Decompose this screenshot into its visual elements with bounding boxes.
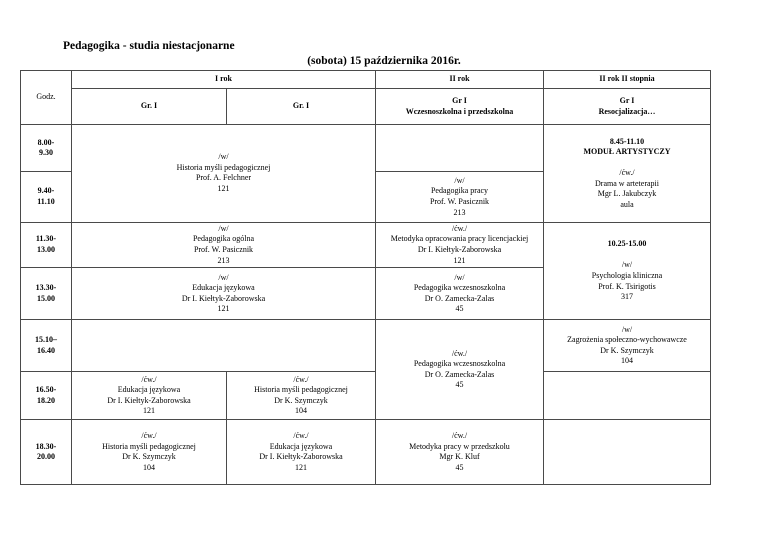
header-group-2-deg-2: Gr I Resocjalizacja… <box>543 88 711 125</box>
cell-psychologia-time: 10.25-15.00 <box>607 239 647 249</box>
cell-pedagogika-wczesnoszkolna-cwiczenia: /ćw./ Pedagogika wczesnoszkolna Dr O. Za… <box>375 319 544 421</box>
cell-edukacja-jezykowa-wyklad: /w/ Edukacja językowa Dr I. Kiełtyk-Zabo… <box>71 267 376 321</box>
row-1510-1640: 15.10– 16.40 /ćw./ Pedagogika wczesnoszk… <box>20 319 711 421</box>
cell-edukacja-jezykowa-cw-gr1a: /ćw./ Edukacja językowa Dr I. Kiełtyk-Za… <box>71 371 227 421</box>
cell-metodyka-przedszkole: /ćw./ Metodyka pracy w przedszkolu Mgr K… <box>375 419 544 486</box>
time-slot-1510-1640: 15.10– 16.40 <box>20 319 72 373</box>
header-group-1b: Gr. I <box>226 88 376 125</box>
cell-historia-mysli-cw-gr1a: /ćw./ Historia myśli pedagogicznej Dr K.… <box>71 419 227 486</box>
cell-edukacja-jezykowa-cw-gr1b: /ćw./ Edukacja językowa Dr I. Kiełtyk-Za… <box>226 419 376 486</box>
header-godz: Godz. <box>20 70 72 125</box>
time-slot-1330-1500: 13.30- 15.00 <box>20 267 72 321</box>
cell-psychologia-kliniczna: 10.25-15.00 /w/ Psychologia kliniczna Pr… <box>543 221 711 321</box>
cell-pedagogika-wczesnoszkolna-wyklad: /w/ Pedagogika wczesnoszkolna Dr O. Zame… <box>375 267 544 321</box>
header-year-2-deg-2: II rok II stopnia <box>543 70 711 89</box>
time-slot-0940-1110: 9.40- 11.10 <box>20 171 72 223</box>
row-1130-1300: 11.30- 13.00 /w/ Pedagogika ogólna Prof.… <box>20 221 711 321</box>
row-0940-1110: 9.40- 11.10 /w/ Pedagogika pracy Prof. W… <box>20 171 711 223</box>
page-title: Pedagogika - studia niestacjonarne <box>63 40 235 52</box>
header-year-1: I rok <box>71 70 376 89</box>
row-1650-1820: 16.50- 18.20 /ćw./ Edukacja językowa Dr … <box>20 371 711 421</box>
cell-modul-artystyczny: 8.45-11.10 MODUŁ ARTYSTYCZY /ćw./ Drama … <box>543 124 711 223</box>
cell-empty-y1-1510 <box>71 319 376 373</box>
row-1830-2000: 18.30- 20.00 /ćw./ Historia myśli pedago… <box>20 419 711 486</box>
cell-zagrozenia-spoleczno-wychowawcze: /w/ Zagrożenia społeczno-wychowawcze Dr … <box>543 319 711 373</box>
time-slot-1130-1300: 11.30- 13.00 <box>20 221 72 269</box>
header-row-years: Godz. I rok II rok II rok II stopnia <box>20 70 711 125</box>
header-group-1a: Gr. I <box>71 88 227 125</box>
header-year-2: II rok <box>375 70 544 89</box>
cell-empty-deg2-1650 <box>543 371 711 421</box>
cell-empty-y2-0800 <box>375 123 544 173</box>
cell-metodyka-licencjacka: /ćw./ Metodyka opracowania pracy licencj… <box>375 221 544 269</box>
header-group-2: Gr I Wczesnoszkolna i przedszkolna <box>375 88 544 125</box>
cell-historia-mysli-wyklad: /w/ Historia myśli pedagogicznej Prof. A… <box>71 124 376 223</box>
cell-pedagogika-pracy: /w/ Pedagogika pracy Prof. W. Pasicznik … <box>375 171 544 223</box>
time-slot-0800-0930: 8.00- 9.30 <box>20 123 72 173</box>
cell-historia-mysli-cw-gr1b: /ćw./ Historia myśli pedagogicznej Dr K.… <box>226 371 376 421</box>
schedule-table: Godz. I rok II rok II rok II stopnia Gr.… <box>20 70 711 486</box>
cell-modul-details: /ćw./ Drama w arteterapii Mgr L. Jakubcz… <box>595 168 659 209</box>
cell-psychologia-details: /w/ Psychologia kliniczna Prof. K. Tsiri… <box>591 260 663 302</box>
row-0800-0930: 8.00- 9.30 /w/ Historia myśli pedagogicz… <box>20 123 711 223</box>
time-slot-1650-1820: 16.50- 18.20 <box>20 371 72 421</box>
schedule-date: (sobota) 15 października 2016r. <box>307 55 461 67</box>
cell-modul-time-title: 8.45-11.10 MODUŁ ARTYSTYCZY <box>583 136 671 157</box>
time-slot-1830-2000: 18.30- 20.00 <box>20 419 72 486</box>
cell-pedagogika-ogolna: /w/ Pedagogika ogólna Prof. W. Pasicznik… <box>71 221 376 269</box>
header-row-groups: Gr. I Gr. I Gr I Wczesnoszkolna i przeds… <box>21 88 711 125</box>
cell-empty-deg2-1830 <box>543 419 711 486</box>
